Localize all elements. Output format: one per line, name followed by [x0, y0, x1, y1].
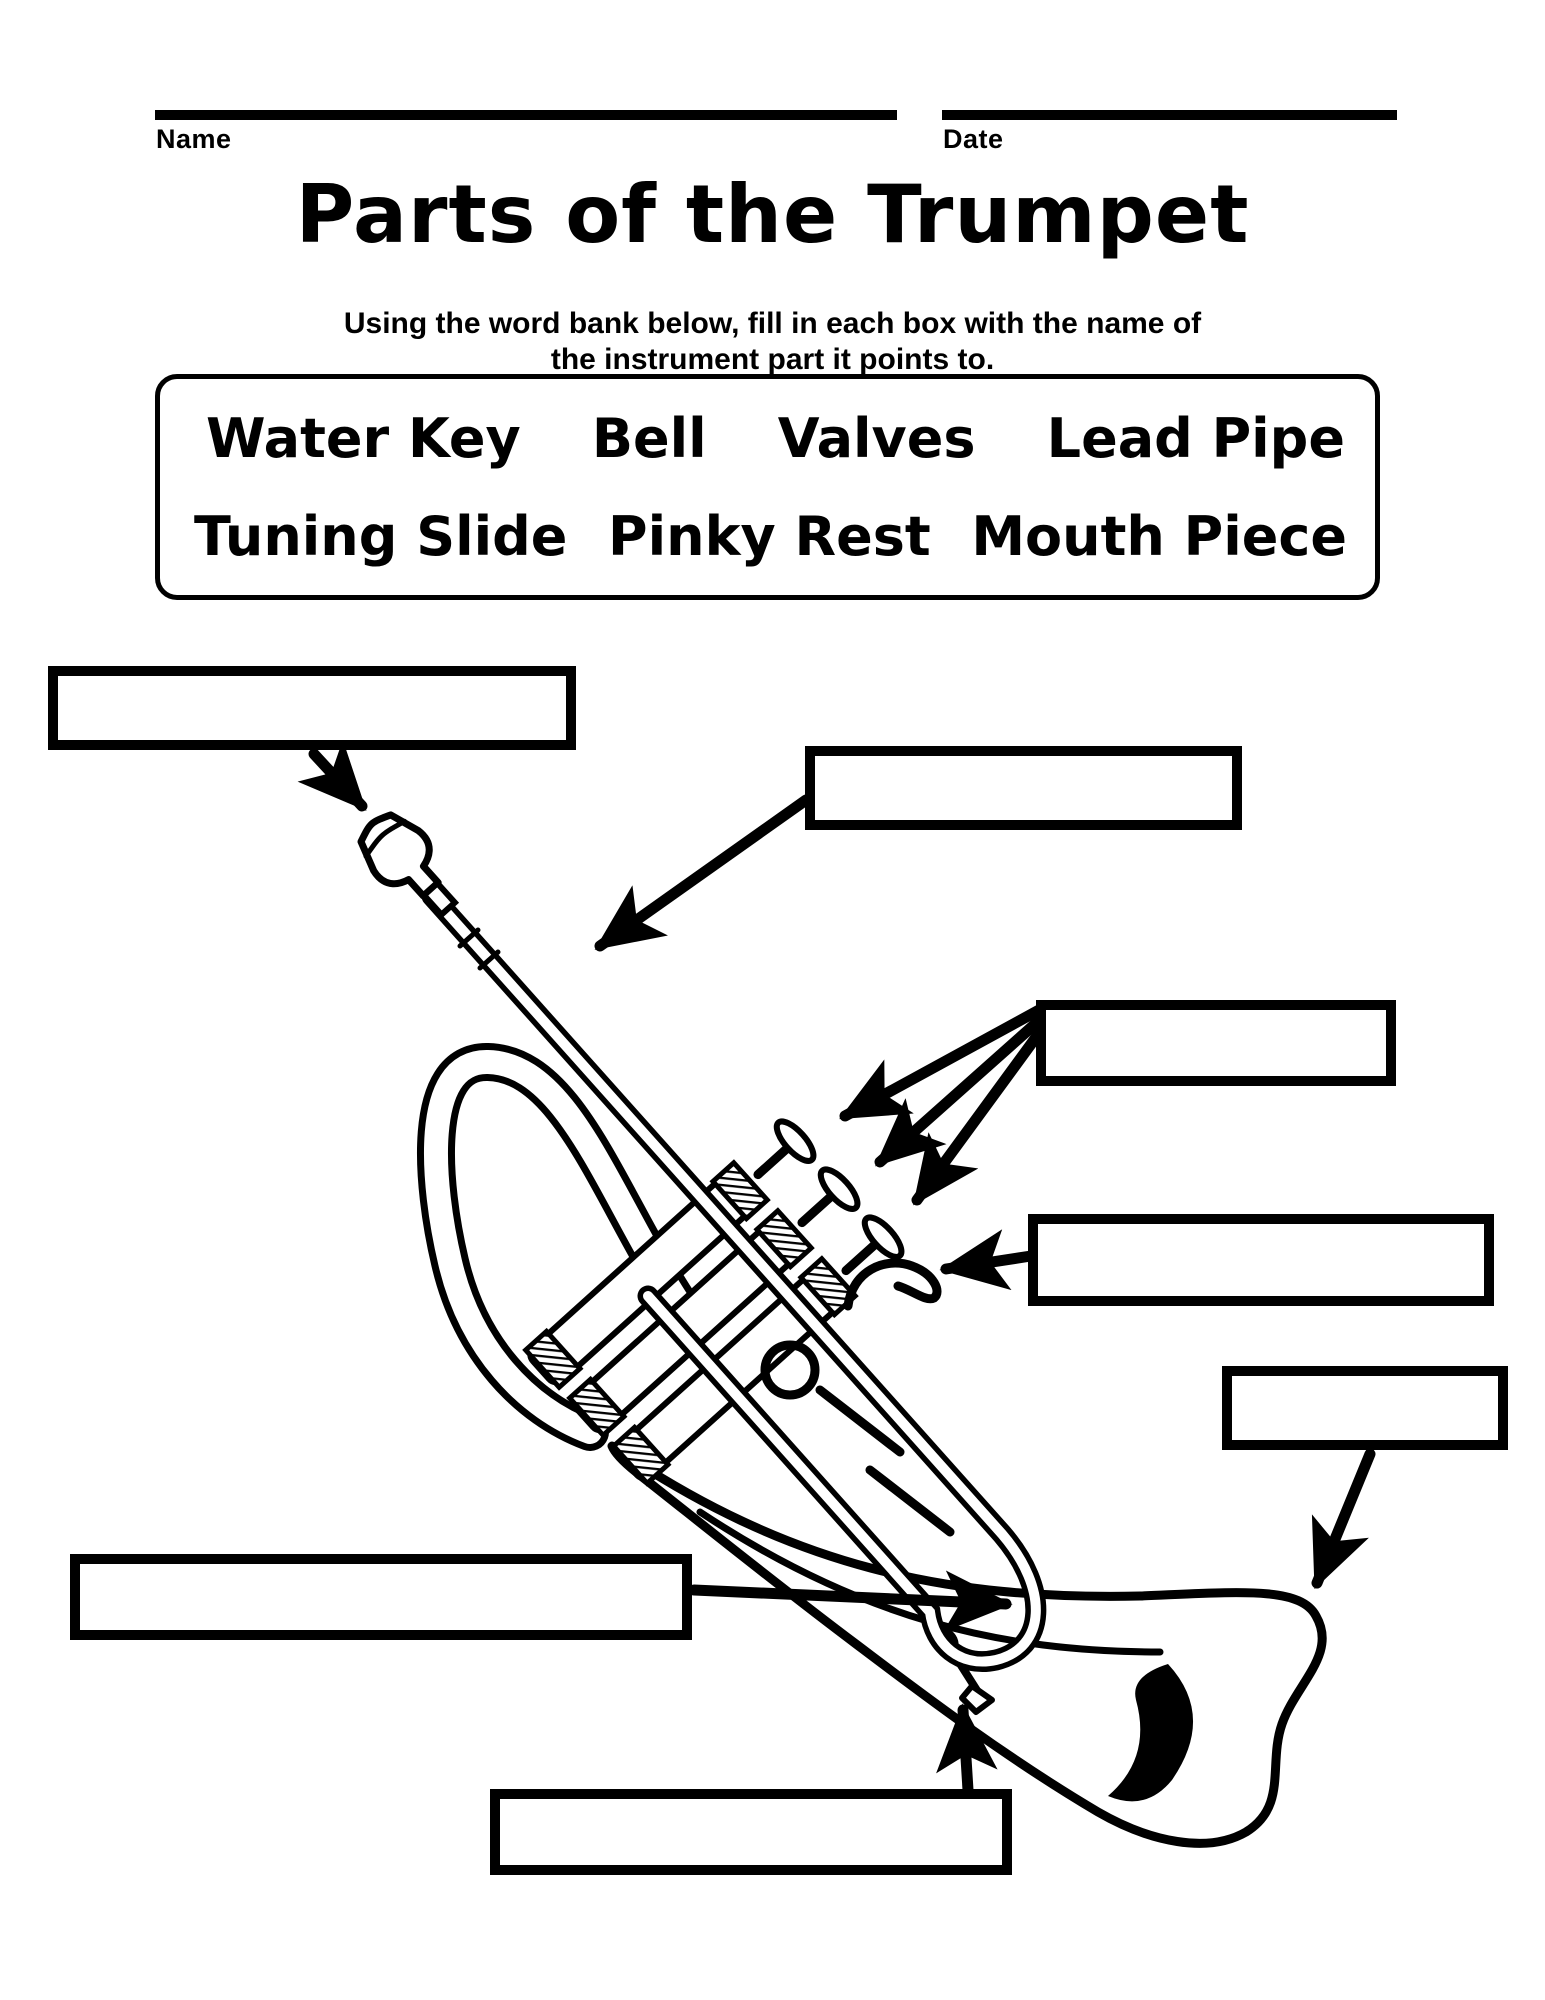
word-bank: Water Key Bell Valves Lead Pipe Tuning S…: [155, 374, 1380, 600]
name-write-line[interactable]: [155, 110, 897, 120]
tube-accent: [815, 1385, 905, 1457]
answer-box-pinky-rest[interactable]: [1028, 1214, 1494, 1306]
mouthpiece-drawing: [357, 811, 460, 919]
answer-box-lead-pipe[interactable]: [805, 746, 1242, 830]
page-title: Parts of the Trumpet: [295, 168, 1250, 261]
word-water-key: Water Key: [206, 406, 521, 470]
pinky-rest-drawing: [843, 1258, 942, 1311]
trumpet-loop-tube: [416, 1043, 701, 1451]
arrow-to-tuning-slide: [688, 1570, 1013, 1633]
date-write-line[interactable]: [942, 110, 1397, 120]
slide-ring-drawing: [760, 1340, 820, 1400]
answer-box-tuning-slide[interactable]: [70, 1554, 692, 1640]
date-label: Date: [943, 124, 1004, 154]
word-bank-row-2: Tuning Slide Pinky Rest Mouth Piece: [160, 505, 1375, 568]
bell-drawing: [607, 1441, 1327, 1848]
instructions-line2: the instrument part it points to.: [550, 343, 995, 376]
arrow-to-pinky-rest: [939, 1229, 1037, 1291]
word-tuning-slide: Tuning Slide: [194, 504, 568, 568]
answer-box-water-key[interactable]: [490, 1789, 1012, 1875]
arrow-to-mouthpiece: [297, 739, 368, 812]
arrow-to-lead-pipe: [594, 794, 812, 952]
word-bell: Bell: [591, 406, 707, 470]
instructions-line1: Using the word bank below, fill in each …: [343, 307, 1202, 340]
word-mouth-piece: Mouth Piece: [971, 504, 1347, 568]
lead-pipe-drawing: [421, 885, 1047, 1672]
arrow-to-valve-3: [911, 1019, 1051, 1206]
trumpet-illustration: [357, 811, 1327, 1848]
word-lead-pipe: Lead Pipe: [1046, 406, 1345, 470]
word-pinky-rest: Pinky Rest: [608, 504, 931, 568]
word-bank-row-1: Water Key Bell Valves Lead Pipe: [160, 407, 1375, 470]
name-label: Name: [156, 124, 232, 154]
arrow-to-bell: [1311, 1448, 1376, 1590]
pointer-arrows: [297, 739, 1376, 1796]
arrow-to-water-key: [936, 1703, 998, 1796]
valves-drawing: [522, 1118, 905, 1487]
tube-accent: [865, 1465, 955, 1537]
instructions: Using the word bank below, fill in each …: [0, 306, 1545, 378]
answer-box-bell[interactable]: [1222, 1366, 1508, 1450]
arrow-to-valve-2: [874, 1011, 1049, 1168]
answer-box-valves[interactable]: [1036, 1000, 1396, 1086]
word-valves: Valves: [777, 406, 976, 470]
answer-box-mouth-piece[interactable]: [48, 666, 576, 750]
